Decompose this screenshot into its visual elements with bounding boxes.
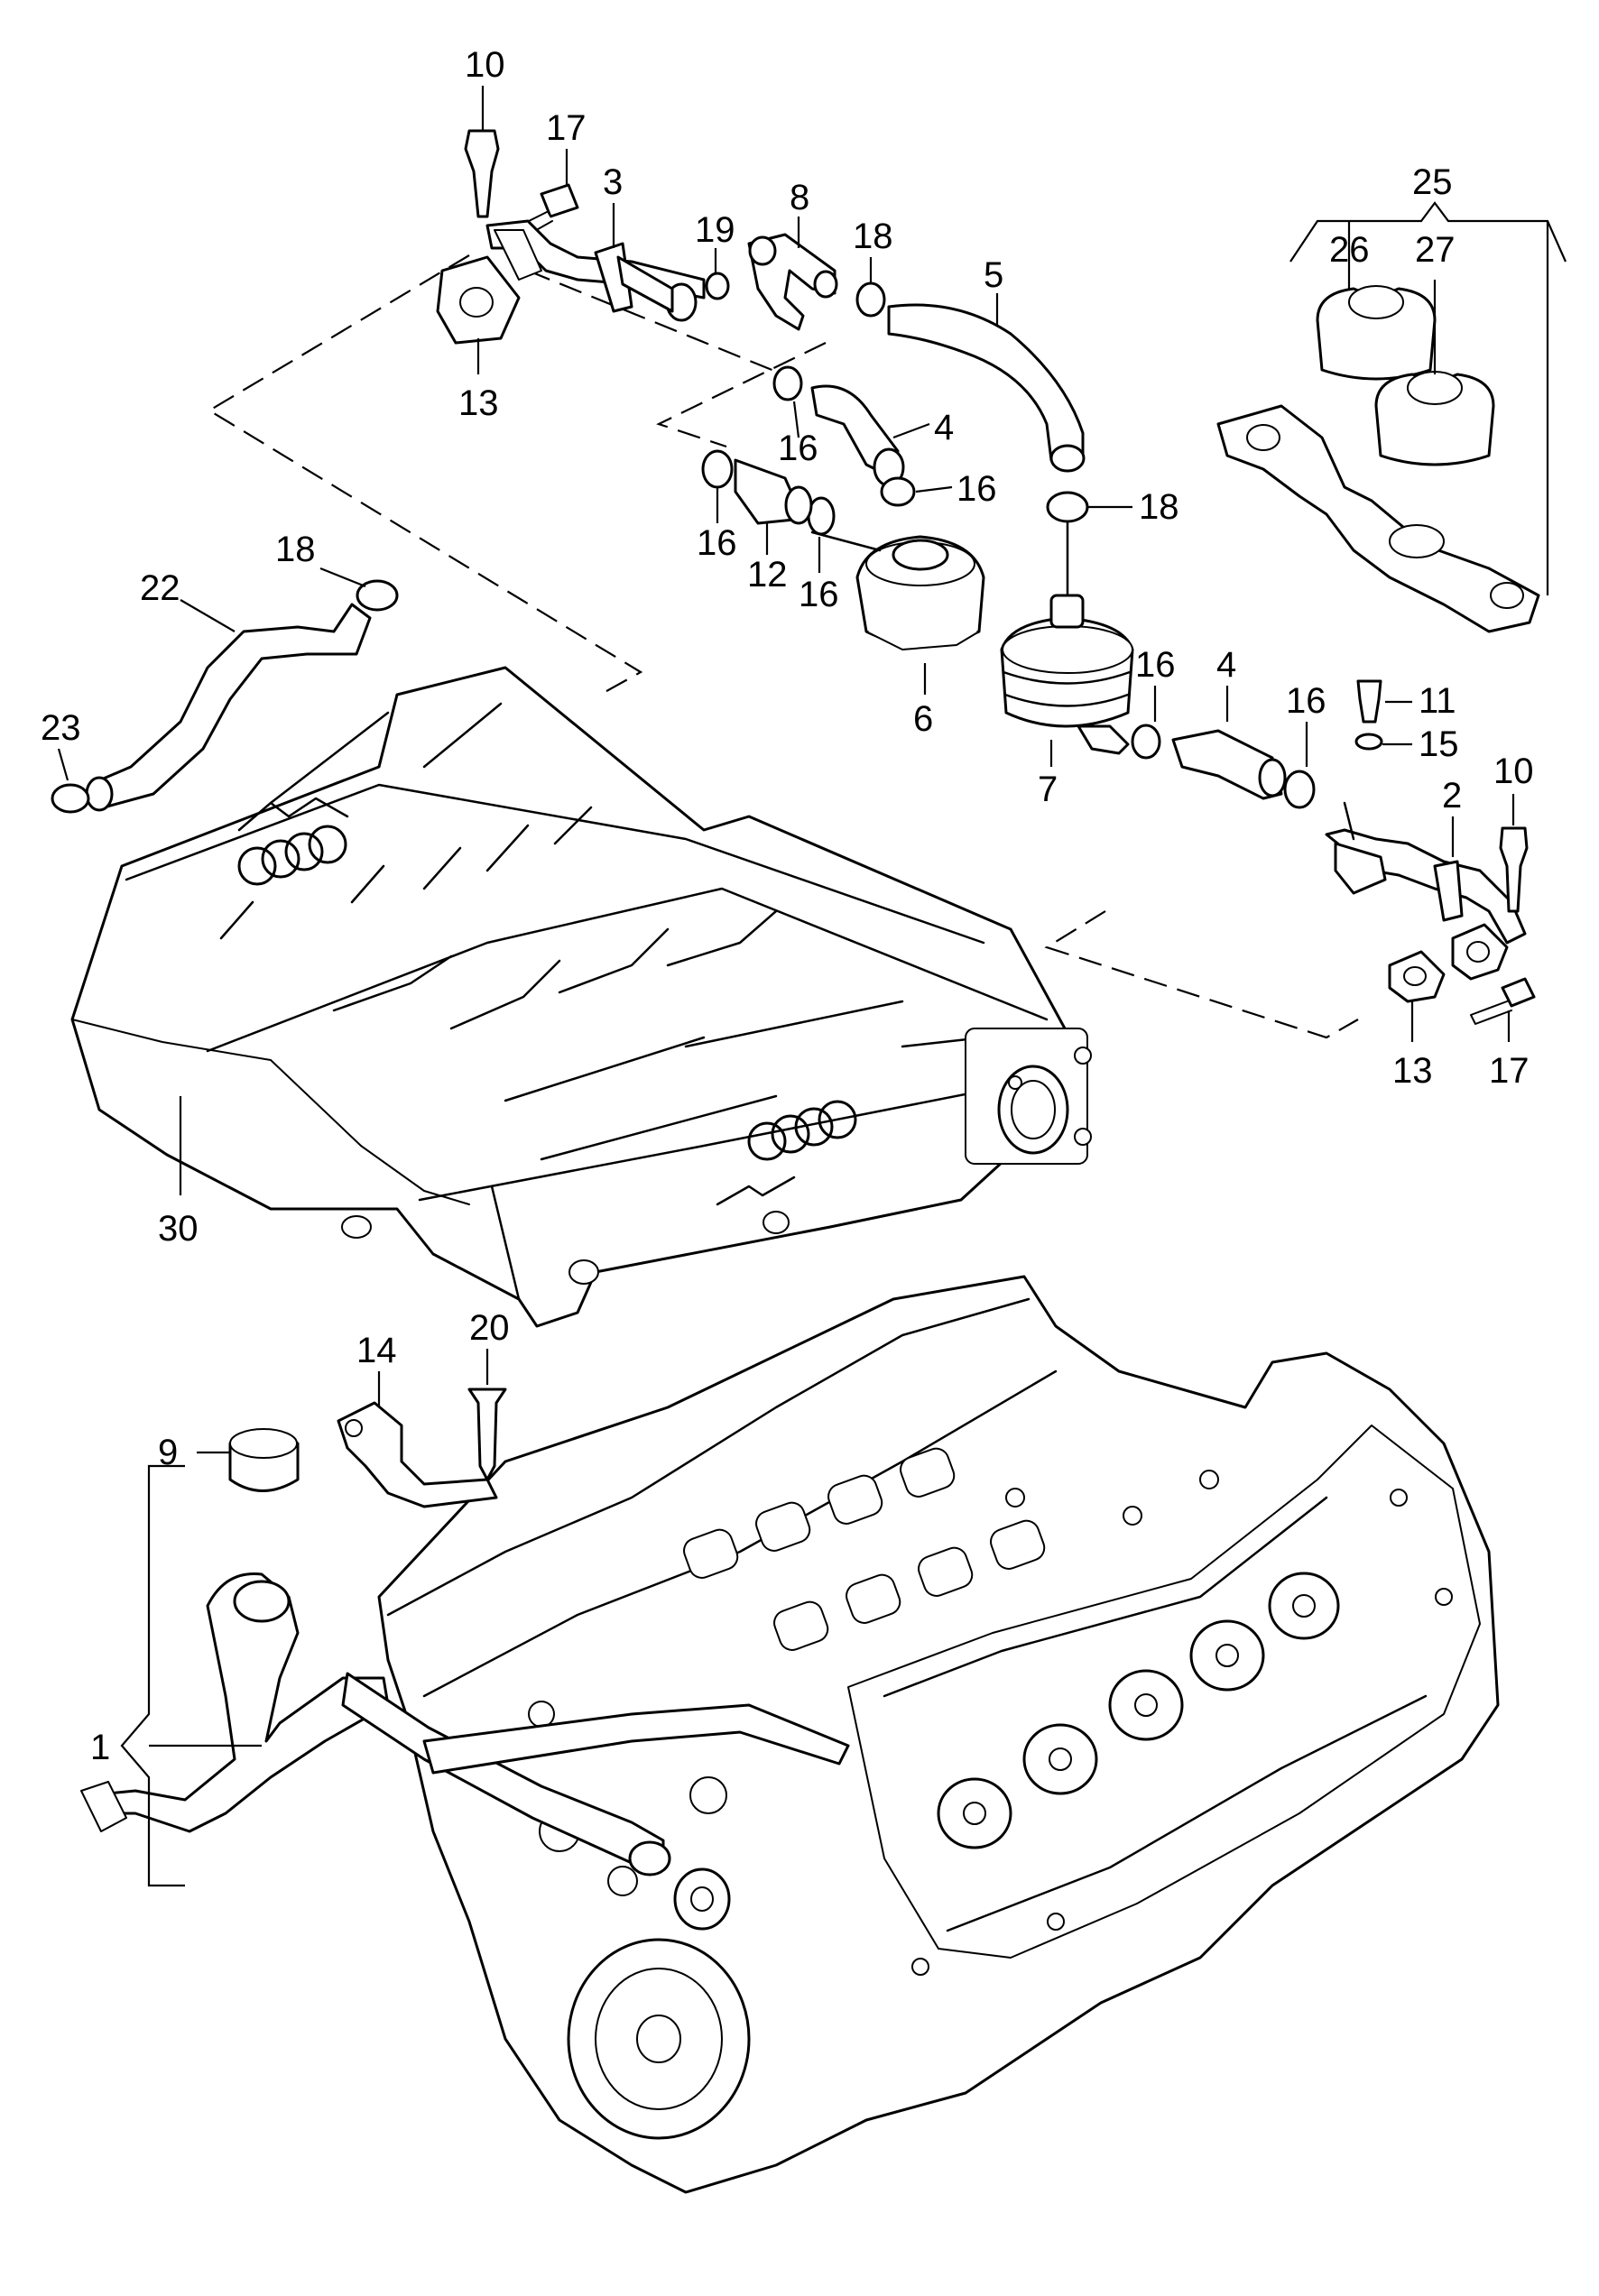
washer-15[interactable]: [1354, 733, 1383, 751]
brand-emblem-front: [237, 797, 349, 886]
callout-19: 19: [695, 210, 735, 250]
hose-5[interactable]: [887, 303, 1086, 473]
callout-10-top: 10: [465, 45, 505, 85]
breather-hose[interactable]: [341, 1672, 850, 1876]
combi-valve-6[interactable]: [810, 530, 985, 650]
callout-8: 8: [790, 178, 809, 217]
callout-12: 12: [747, 555, 788, 595]
connector-8[interactable]: [747, 233, 838, 331]
callout-6: 6: [913, 699, 933, 739]
callout-11: 11: [1419, 681, 1456, 721]
callout-25: 25: [1412, 162, 1453, 202]
clamp-16-b[interactable]: [880, 476, 916, 507]
oil-filler-cap[interactable]: [228, 1428, 300, 1492]
callout-18-left: 18: [275, 530, 316, 569]
clamp-16-c[interactable]: [701, 449, 734, 489]
callout-3: 3: [603, 162, 623, 202]
bolt-17-right[interactable]: [1470, 977, 1536, 1025]
callout-16-a: 16: [778, 429, 818, 468]
brand-emblem-rear: [716, 1100, 857, 1206]
engine-block: [377, 1275, 1500, 2194]
leader-lines: [57, 86, 1567, 1887]
callout-1: 1: [90, 1728, 110, 1767]
clamp-16-e[interactable]: [1131, 724, 1161, 760]
hose-22[interactable]: [85, 603, 372, 812]
callout-26: 26: [1329, 230, 1370, 270]
exhaust-ports: [683, 1447, 1046, 1651]
secondary-air-pump-7[interactable]: [1000, 521, 1134, 755]
clamp-16-f[interactable]: [1283, 770, 1316, 809]
callout-27: 27: [1415, 230, 1456, 270]
spark-plug-wells: [937, 1572, 1340, 1849]
hose-4-lower[interactable]: [1171, 729, 1287, 800]
callout-17-top: 17: [546, 108, 587, 148]
callout-2: 2: [1442, 776, 1462, 816]
clamp-18-upper[interactable]: [855, 281, 886, 318]
stud-10-top[interactable]: [464, 129, 500, 218]
clamp-18-left[interactable]: [356, 579, 399, 612]
callout-14: 14: [356, 1331, 397, 1370]
callout-7: 7: [1038, 770, 1058, 809]
callout-30: 30: [158, 1209, 199, 1249]
callout-4-upper: 4: [934, 408, 954, 447]
hose-12[interactable]: [734, 458, 813, 525]
callout-9: 9: [158, 1433, 178, 1472]
callout-18-mid: 18: [1139, 487, 1179, 527]
secondary-air-pipe-2[interactable]: [1325, 801, 1527, 945]
crankshaft-pulley: [567, 1867, 751, 2140]
hose-4-upper[interactable]: [810, 384, 905, 487]
engine-cover[interactable]: [70, 666, 1092, 1328]
rubber-bushing-26[interactable]: [1316, 285, 1437, 381]
callout-22: 22: [140, 568, 180, 608]
secondary-air-pipe-3[interactable]: [485, 219, 706, 322]
stud-11[interactable]: [1356, 679, 1382, 724]
stud-10-right[interactable]: [1499, 826, 1529, 913]
rubber-bushing-27[interactable]: [1374, 371, 1495, 466]
callout-4-lower: 4: [1216, 645, 1236, 685]
callout-10-right: 10: [1493, 752, 1534, 791]
callout-labels: 10 17 3 8 19 18 5 13 16 4 16 16 12 16 18…: [41, 45, 1534, 1767]
oil-filler-tube[interactable]: [80, 1572, 390, 1833]
callout-16-e: 16: [1135, 645, 1176, 685]
callout-16-f: 16: [1286, 681, 1326, 721]
callout-13-top: 13: [458, 383, 499, 423]
callout-5: 5: [984, 255, 1003, 295]
clamp-18-mid[interactable]: [1046, 491, 1089, 523]
mounting-bracket[interactable]: [1216, 404, 1540, 633]
callout-16-c: 16: [697, 523, 737, 563]
callout-18-upper: 18: [853, 217, 893, 256]
bolt-20[interactable]: [467, 1388, 507, 1481]
callout-16-d: 16: [799, 575, 839, 614]
throttle-housing-opening: [965, 1028, 1092, 1165]
callout-23: 23: [41, 708, 81, 748]
callout-17-right: 17: [1489, 1051, 1530, 1091]
callout-13-right: 13: [1392, 1051, 1433, 1091]
assembly-guide-lines: [207, 254, 1359, 1039]
callout-15: 15: [1419, 724, 1459, 764]
cable-bracket[interactable]: [337, 1401, 498, 1508]
clamp-23[interactable]: [51, 783, 90, 814]
gasket-13-right[interactable]: [1388, 923, 1509, 1003]
gasket-13-top[interactable]: [436, 255, 521, 345]
clamp-16-a[interactable]: [772, 365, 803, 401]
clamp-19[interactable]: [705, 272, 730, 300]
callout-16-b: 16: [957, 469, 997, 509]
callout-20: 20: [469, 1308, 510, 1348]
